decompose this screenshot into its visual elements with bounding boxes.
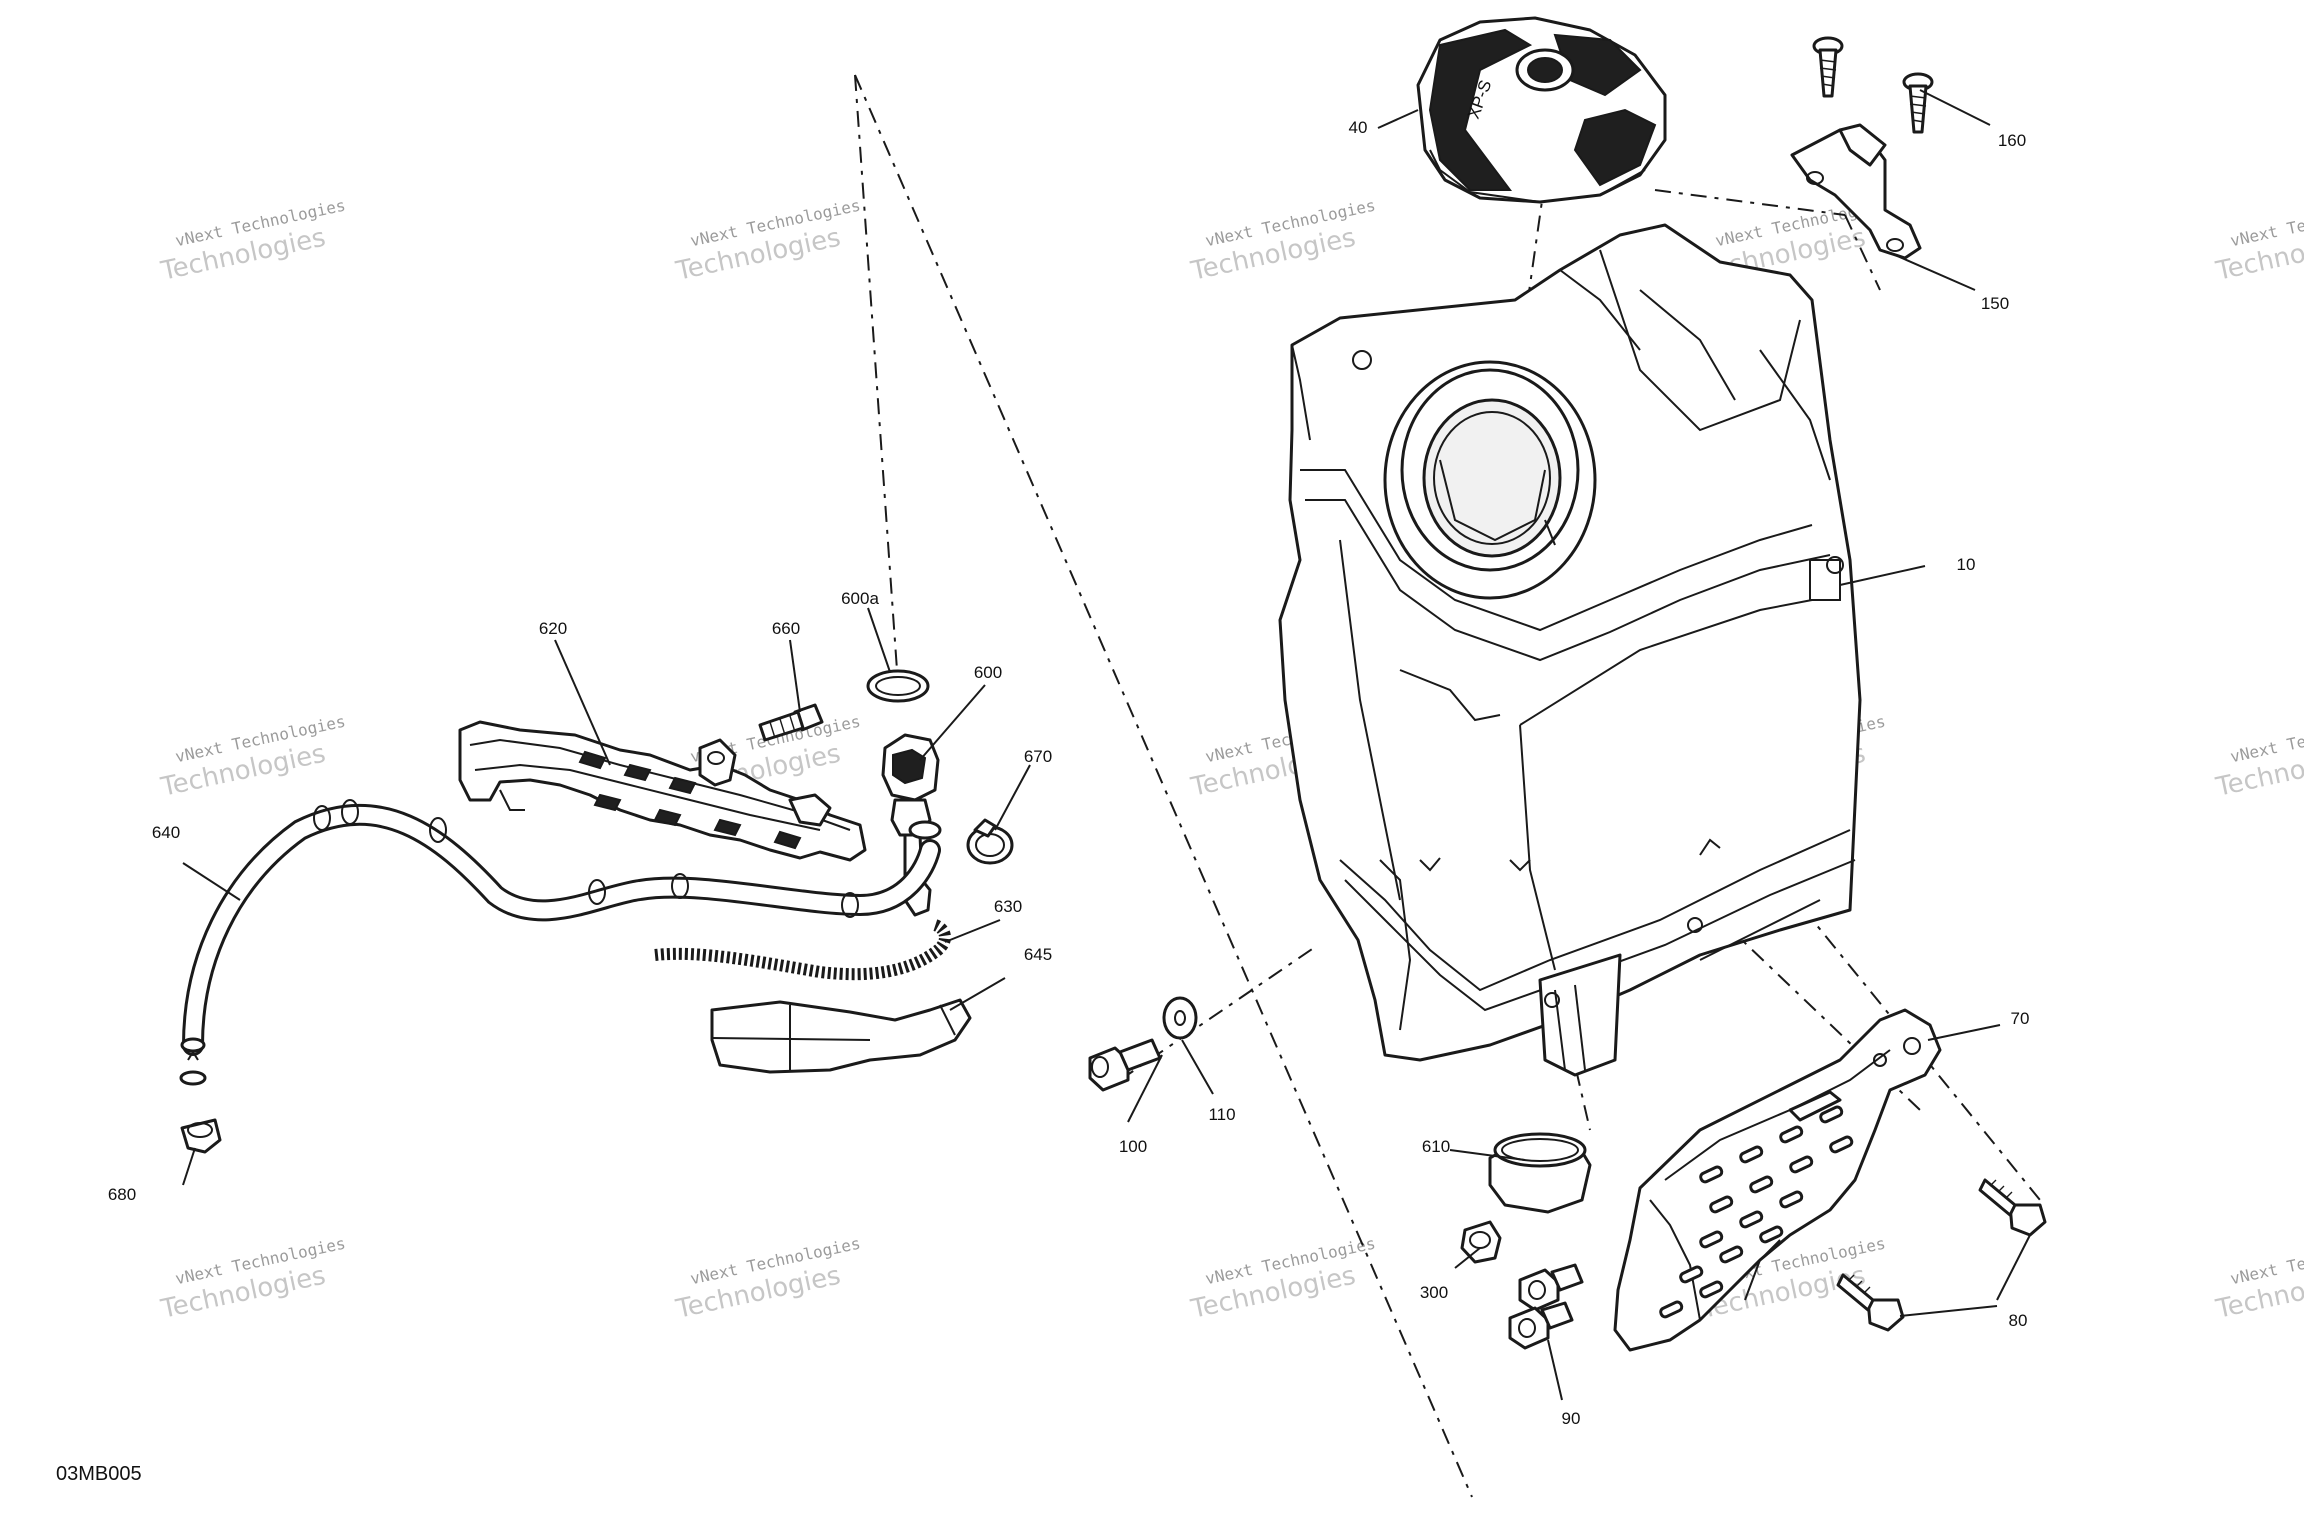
callout-670: 670 <box>1024 747 1052 766</box>
callout-160: 160 <box>1998 131 2026 150</box>
bolt-icon <box>1088 1038 1162 1092</box>
screw-icon <box>1978 1178 2047 1237</box>
callout-labels: 40 160 150 10 70 80 90 100 110 300 610 6… <box>108 118 2030 1428</box>
callout-10: 10 <box>1957 555 1976 574</box>
callout-80: 80 <box>2009 1311 2028 1330</box>
callout-620: 620 <box>539 619 567 638</box>
spring-icon <box>654 919 951 981</box>
callout-630: 630 <box>994 897 1022 916</box>
bolt-icon <box>1518 1263 1584 1312</box>
bracket-icon <box>1790 123 1922 260</box>
callout-110: 110 <box>1208 1105 1235 1124</box>
filter-sock-icon <box>710 998 972 1074</box>
washer-icon <box>1162 996 1198 1040</box>
o-ring-icon <box>866 669 930 703</box>
callout-40: 40 <box>1349 118 1368 137</box>
callout-90: 90 <box>1562 1409 1581 1428</box>
callout-300: 300 <box>1420 1283 1448 1302</box>
fuel-cap-icon: XP-S <box>1416 16 1667 204</box>
bolt-icon <box>1508 1301 1574 1350</box>
leader-lines <box>182 89 2031 1401</box>
clamp-icon <box>180 1118 222 1154</box>
bolt-icon <box>758 703 824 742</box>
callout-150: 150 <box>1981 294 2009 313</box>
vent-slot-group <box>1659 1105 1854 1319</box>
callout-600: 600 <box>974 663 1002 682</box>
callout-645: 645 <box>1024 945 1052 964</box>
clamp-icon <box>1488 1132 1592 1214</box>
hose-icon <box>179 799 941 1086</box>
figure-code: 03MB005 <box>56 1463 142 1485</box>
filler-neck-icon <box>1383 360 1597 600</box>
clamp-icon <box>966 818 1014 865</box>
fuel-tank-icon <box>1278 223 1862 1077</box>
hose-guide-icon <box>458 720 867 862</box>
callout-640: 640 <box>152 823 180 842</box>
screw-icon <box>1836 1273 1905 1332</box>
callout-100: 100 <box>1119 1137 1147 1156</box>
callout-610: 610 <box>1422 1137 1450 1156</box>
heat-shield-icon <box>1613 1008 1942 1352</box>
callout-70: 70 <box>2011 1009 2030 1028</box>
clamp-icon <box>1460 1220 1502 1264</box>
screw-icon <box>1812 36 1844 98</box>
callout-680: 680 <box>108 1185 136 1204</box>
callout-660: 660 <box>772 619 800 638</box>
callout-600a: 600a <box>841 589 879 608</box>
screw-icon <box>1902 72 1934 134</box>
